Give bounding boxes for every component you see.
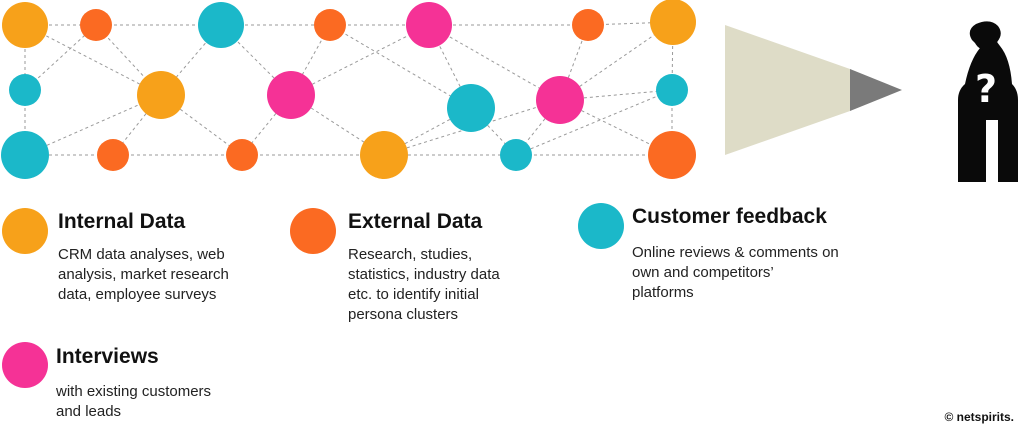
network-nodes [1,0,696,179]
network-edge [24,24,162,96]
network-edge [220,24,292,96]
legend-dot-orange-icon [2,208,48,254]
legend-title: External Data [348,210,483,233]
network-edge [290,24,430,96]
network-edge [515,89,673,156]
person-with-question-mark-icon: ? [958,21,1018,182]
brand-logo: © netspirits. [944,410,1014,424]
network-node-teal [500,139,532,171]
network-edge [24,94,162,156]
network-node-orange [360,131,408,179]
network-node-red-orange [314,9,346,41]
network-node-teal [656,74,688,106]
network-node-teal [1,131,49,179]
legend-title: Customer feedback [632,205,827,228]
network-node-orange [2,2,48,48]
legend-description: with existing customers and leads [56,383,212,420]
network-node-orange [650,0,696,45]
legend-title: Internal Data [58,210,186,233]
legend-description: Research, studies, statistics, industry … [348,246,500,323]
network-node-pink [406,2,452,48]
network-edge [160,94,243,156]
legend-description: Online reviews & comments on own and com… [632,244,839,301]
network-node-teal [198,2,244,48]
network-edge [428,24,561,101]
network-node-orange [137,71,185,119]
network-node-red-orange [97,139,129,171]
network-edge [383,107,472,156]
svg-text:?: ? [975,67,997,111]
legend-dot-red-orange-icon [290,208,336,254]
legend-dot-pink-icon [2,342,48,388]
funnel-cone-tip [850,69,902,111]
network-node-red-orange [226,139,258,171]
legend-title: Interviews [56,345,159,368]
legend-dot-teal-icon [578,203,624,249]
network-node-teal [447,84,495,132]
network-node-pink [536,76,584,124]
network-node-teal [9,74,41,106]
network-edge [24,24,97,91]
funnel-cone [725,25,850,155]
network-node-red-orange [648,131,696,179]
legend-description: CRM data analyses, web analysis, market … [58,246,229,303]
network-node-pink [267,71,315,119]
network-node-red-orange [80,9,112,41]
network-node-red-orange [572,9,604,41]
data-network-diagram: ? [1,0,1018,182]
